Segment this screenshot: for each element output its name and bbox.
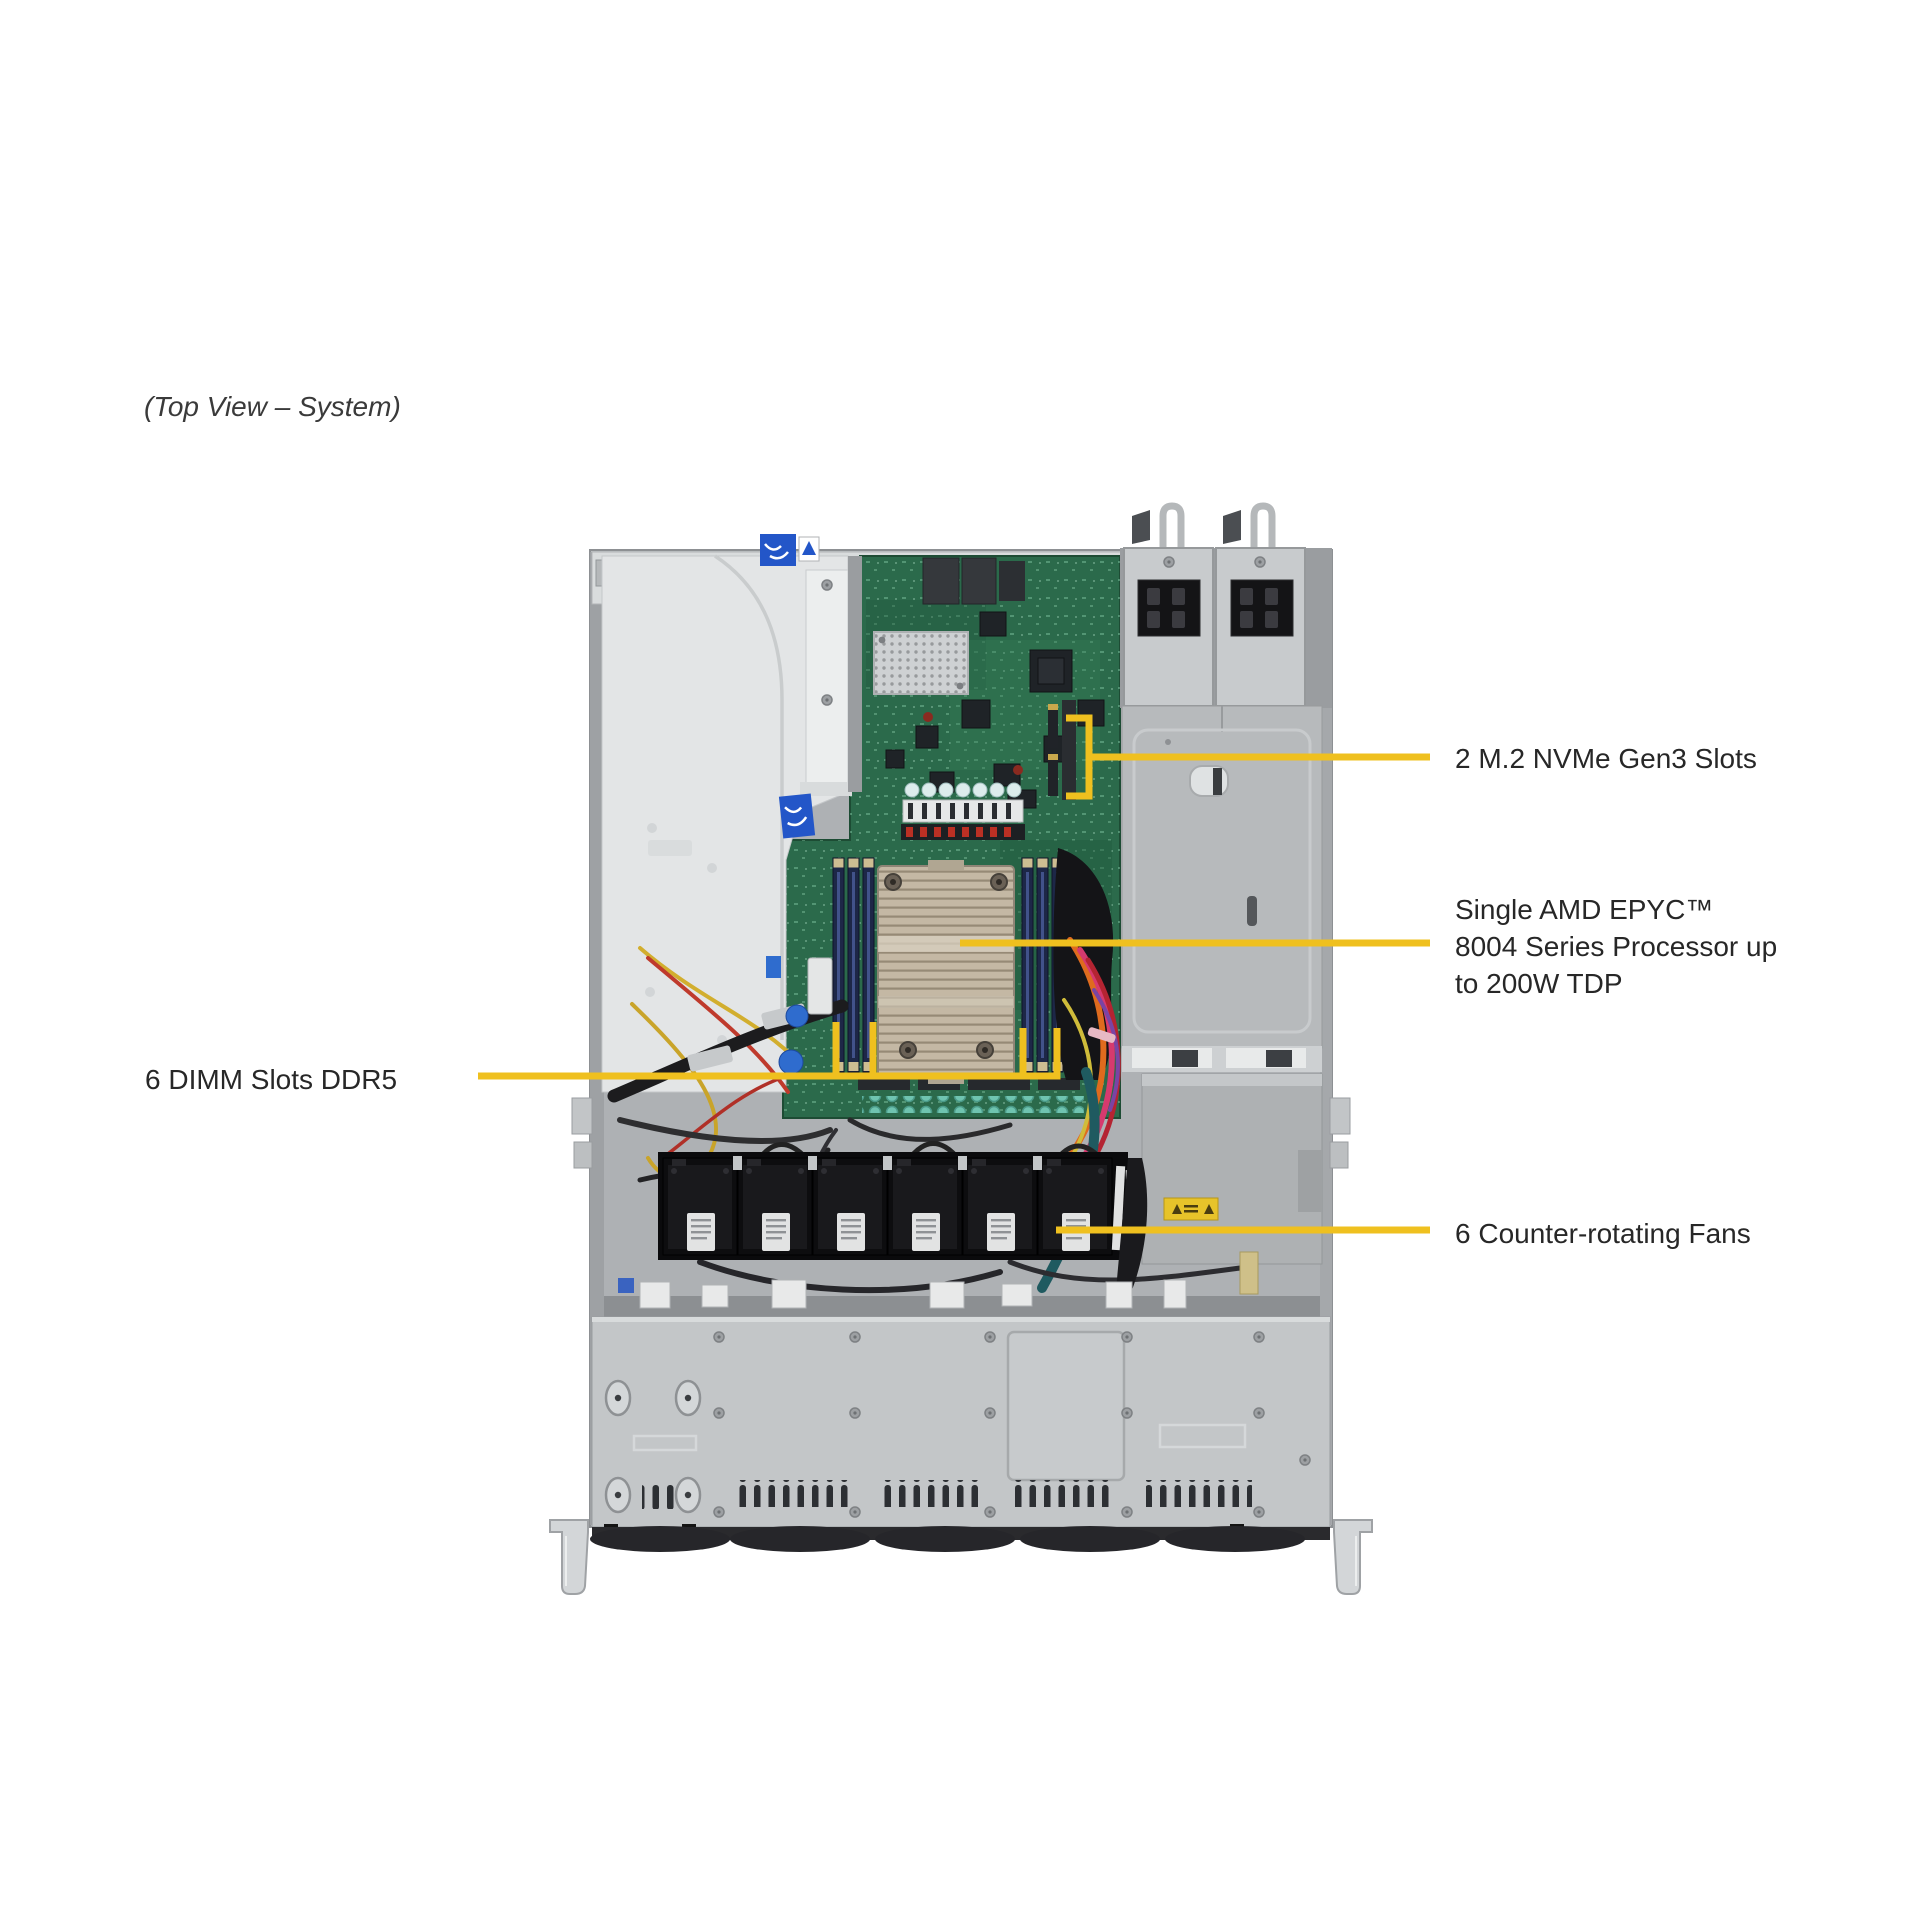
callout-line-dimm-slots	[478, 1022, 1061, 1080]
blue-label-top	[760, 534, 820, 566]
front-plate	[591, 1316, 1331, 1528]
air-shroud	[601, 534, 862, 1093]
power-distribution-box	[1141, 1073, 1323, 1265]
fan-2	[737, 1157, 813, 1256]
side-rail-tab-left	[571, 1097, 593, 1135]
side-rail-tab-right	[1329, 1097, 1351, 1135]
rack-ear-right	[1333, 1519, 1373, 1595]
callout-line-m2-slots	[1066, 714, 1430, 800]
vrm-power-row	[901, 782, 1025, 840]
psu-area	[1120, 502, 1332, 1265]
warning-triangle-icon	[802, 541, 816, 555]
fan-clips	[733, 1156, 1042, 1170]
m2-slots	[1048, 700, 1076, 800]
warning-sticker	[1163, 1197, 1219, 1221]
bmc-heatsink	[873, 631, 969, 695]
psu-bay-panel	[1121, 705, 1323, 1072]
vent-slots	[642, 1480, 1252, 1509]
pcb-chips	[885, 611, 1105, 809]
callout-label-fans: 6 Counter-rotating Fans	[1455, 1218, 1751, 1249]
psu-handles	[1132, 502, 1276, 550]
fan-3	[812, 1157, 888, 1256]
processor-label-line-1: Single AMD EPYC™	[1455, 894, 1714, 925]
fan-6	[1037, 1157, 1113, 1256]
blue-label-mid	[778, 793, 816, 839]
processor-label-line-3: to 200W TDP	[1455, 968, 1623, 999]
fan-4	[887, 1157, 963, 1256]
fan-5	[962, 1157, 1038, 1256]
callout-label-m2-slots: 2 M.2 NVMe Gen3 Slots	[1455, 743, 1757, 774]
processor-label-line-2: 8004 Series Processor up	[1455, 931, 1778, 962]
rack-ear-left	[549, 1519, 589, 1595]
fan-1	[662, 1157, 738, 1256]
heatsink-screws	[884, 873, 1008, 1059]
drive-bays	[590, 1524, 1330, 1552]
callout-label-dimm-slots: 6 DIMM Slots DDR5	[145, 1064, 398, 1095]
psu-2	[1215, 547, 1306, 707]
midplane-connectors	[604, 1251, 1320, 1317]
cpu-heatsink	[877, 860, 1015, 1084]
cable-bundles	[607, 848, 1243, 1294]
io-ports	[922, 557, 1025, 605]
figure-caption: (Top View – System)	[144, 391, 401, 422]
callout-label-processor: Single AMD EPYC™ 8004 Series Processor u…	[1455, 891, 1777, 1002]
psu-1	[1123, 547, 1214, 707]
riser-bracket	[805, 569, 849, 791]
plate-door	[1006, 1330, 1126, 1482]
